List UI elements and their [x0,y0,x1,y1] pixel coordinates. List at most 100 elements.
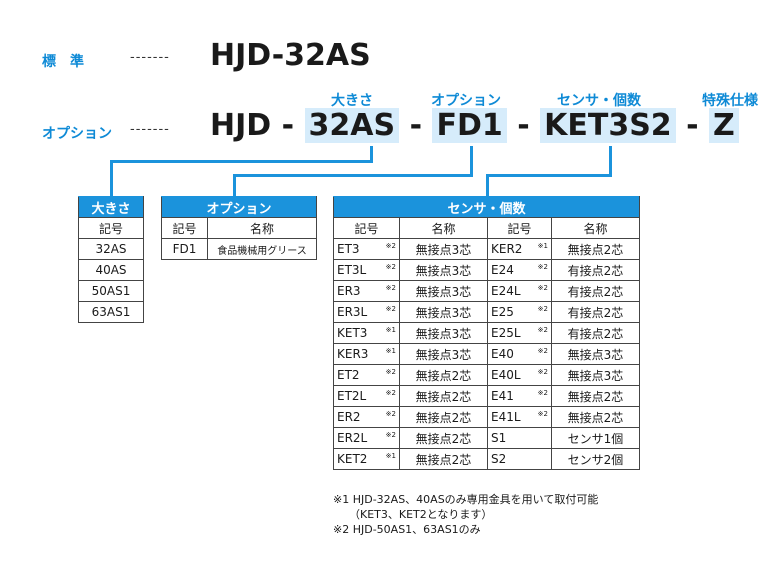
sensor-name-text: 無接点2芯 [567,242,624,257]
sensor-code-text: KER2 [491,242,523,256]
model-size: 32AS [304,108,400,143]
sensor-code-text: KET2 [337,452,368,466]
sensor-name-text: 無接点2芯 [415,431,472,446]
sensor-code: ET3L※2 [333,259,400,281]
sensor-name-text: 無接点3芯 [567,347,624,362]
sensor-code: KET2 ※1 [333,448,400,470]
sensor-name-text: センサ2個 [567,452,624,467]
sensor-col-name: 名称 [399,217,488,239]
standard-model: HJD-32AS [210,38,371,73]
sensor-name-text: 有接点2芯 [567,305,624,320]
note-mark: ※1 [385,347,396,355]
sensor-name-text: センサ1個 [567,431,624,446]
sensor-code-text: E24 [491,263,514,277]
sensor-code-text: ET2 [337,368,360,382]
option-table: オプション 記号 名称 FD1 食品機械用グリース [161,196,317,260]
sensor-name: 無接点2芯 [399,427,488,449]
sensor-code: ET3 ※2 [333,238,400,260]
connector-option [233,174,236,196]
model-special: Z [709,108,739,143]
option-table-title: オプション [161,196,317,218]
option-table-col-name: 名称 [207,217,317,239]
note-2: ※2 HJD-50AS1、63AS1のみ [333,523,481,536]
sensor-name: 無接点2芯 [399,364,488,386]
sensor-code-text: ER3L [337,305,368,319]
sensor-name: 無接点3芯 [399,343,488,365]
note-mark: ※1 [537,242,548,250]
sensor-name-text: 無接点2芯 [567,410,624,425]
model-sep: - [281,108,295,143]
model-sensor: KET3S2 [540,108,676,143]
size-table: 大きさ 記号 32AS 40AS 50AS1 63AS1 [78,196,144,323]
sensor-code-text: E40 [491,347,514,361]
sensor-col-name: 名称 [551,217,640,239]
sensor-name-text: 無接点3芯 [415,347,472,362]
connector-sensor [609,146,612,177]
note-mark: ※2 [537,263,548,271]
sensor-code: ER3※2 [333,280,400,302]
sensor-name: 無接点2芯 [399,448,488,470]
option-name: 食品機械用グリース [207,238,317,260]
sensor-code-text: ER3 [337,284,361,298]
head-sensor: センサ・個数 [557,93,641,109]
note-mark: ※2 [537,368,548,376]
sensor-code-text: KER3 [337,347,369,361]
sensor-code-text: S2 [491,452,507,466]
sensor-code-text: ER2L [337,431,368,445]
sensor-name: 無接点3芯 [399,301,488,323]
sensor-name-text: 有接点2芯 [567,284,624,299]
sensor-code-text: ET3 [337,242,360,256]
sensor-code: S2 [487,448,552,470]
sensor-code: E40 ※2 [487,343,552,365]
sensor-name: 無接点3芯 [399,259,488,281]
sensor-code: ET2L※2 [333,385,400,407]
sensor-table-title: センサ・個数 [333,196,640,218]
table-row: KER3 ※1 無接点3芯 E40 ※2 無接点3芯 [333,343,640,365]
sensor-name-text: 無接点2芯 [415,410,472,425]
note-mark: ※2 [385,242,396,250]
sensor-name: 無接点3芯 [399,280,488,302]
sensor-code: ER2※2 [333,406,400,428]
sensor-name: 無接点2芯 [551,385,640,407]
sensor-name-text: 無接点2芯 [567,389,624,404]
note-1: ※1 HJD-32AS、40ASのみ専用金具を用いて取付可能 [333,493,599,506]
sensor-col-code: 記号 [333,217,400,239]
note-mark: ※2 [537,410,548,418]
table-row: 63AS1 [78,301,144,323]
sensor-name: 無接点2芯 [551,238,640,260]
sensor-code: E25L※2 [487,322,552,344]
sensor-code-text: ET2L [337,389,367,403]
sensor-name-text: 無接点3芯 [415,305,472,320]
sensor-name: センサ2個 [551,448,640,470]
model-sep: - [686,108,699,143]
sensor-code: KER2 ※1 [487,238,552,260]
sensor-name-text: 無接点2芯 [415,368,472,383]
sensor-name: 有接点2芯 [551,301,640,323]
note-mark: ※1 [385,326,396,334]
note-mark: ※2 [537,347,548,355]
sensor-code-text: E24L [491,284,521,298]
note-1b: （KET3、KET2となります） [349,508,493,521]
note-mark: ※1 [385,452,396,460]
size-table-title: 大きさ [78,196,144,218]
sensor-name: 有接点2芯 [551,322,640,344]
sensor-name: センサ1個 [551,427,640,449]
sensor-name: 無接点2芯 [551,406,640,428]
sensor-code-text: KET3 [337,326,368,340]
sensor-code: ER2L※2 [333,427,400,449]
note-mark: ※2 [385,410,396,418]
sensor-code: KER3 ※1 [333,343,400,365]
option-label: オプション [42,126,112,142]
size-table-col: 記号 [78,217,144,239]
head-option: オプション [431,93,501,109]
note-mark: ※2 [385,368,396,376]
table-row: 32AS [78,238,144,260]
sensor-code: E24 ※2 [487,259,552,281]
standard-dashes: ------- [130,50,170,65]
